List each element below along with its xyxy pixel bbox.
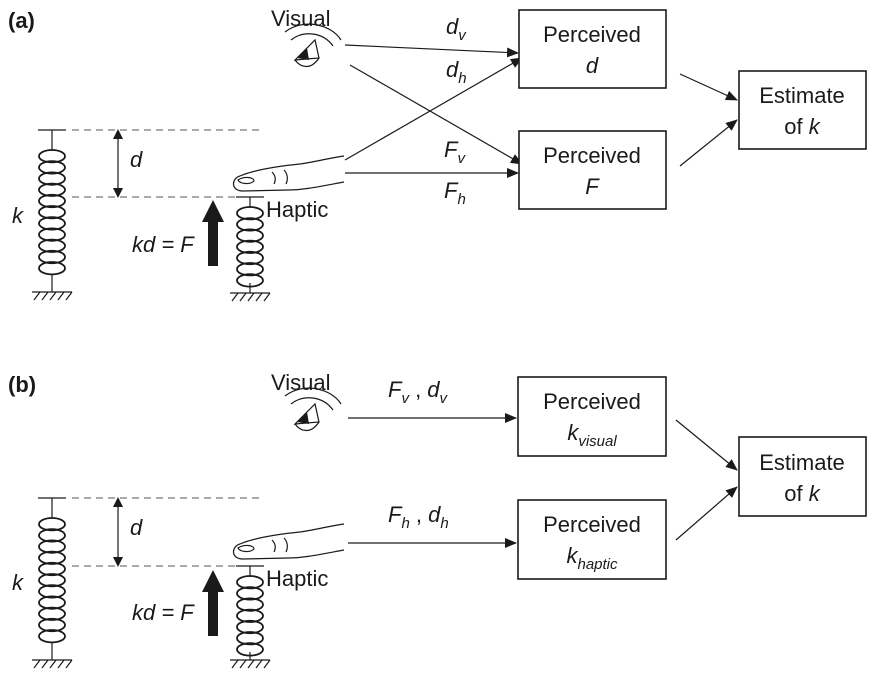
spring-k (32, 129, 73, 301)
box-perceived-k-visual (517, 376, 667, 457)
box-haptic-line2: khaptic (566, 543, 618, 573)
eye-icon (284, 387, 342, 432)
box-perceived-f-line1: Perceived (543, 143, 641, 168)
spring-coil (236, 619, 264, 635)
box-perceived-f (518, 130, 667, 210)
finger-icon (232, 523, 345, 560)
spring-coil (38, 205, 66, 220)
spring-coil (38, 171, 66, 186)
spring-coil (38, 160, 66, 175)
spring-coil (38, 182, 66, 197)
haptic-label: Haptic (266, 566, 328, 591)
spring-coil (38, 249, 66, 265)
box-perceived-k-haptic (517, 499, 667, 580)
spring-coil (236, 586, 264, 601)
spring-coil (236, 239, 264, 254)
spring-coil (236, 631, 264, 646)
spring-k-label: k (12, 203, 24, 228)
spring-coil (38, 528, 66, 543)
force-equation: kd = F (132, 232, 195, 257)
displacement-label: d (130, 515, 143, 540)
spring-coil (38, 517, 66, 532)
spring-coil (38, 573, 66, 588)
arrow-dh (344, 57, 523, 161)
spring-coil (38, 149, 66, 164)
spring-coil (236, 250, 264, 266)
box-visual-line1: Perceived (543, 389, 641, 414)
spring-coil (236, 597, 264, 612)
label-fv-dv: Fv , dv (388, 377, 449, 407)
arrow-fv (349, 64, 523, 165)
visual-label: Visual (271, 6, 331, 31)
spring-coil (38, 238, 66, 253)
arrow-visual-to-estimate (675, 419, 738, 471)
arrow-f-to-estimate (679, 119, 738, 167)
spring-k-label: k (12, 570, 24, 595)
spring-coil (38, 550, 66, 565)
force-arrow (202, 200, 224, 266)
box-estimate-k (738, 436, 867, 517)
spring-coil (38, 629, 66, 644)
label-fv: Fv (444, 137, 466, 167)
spring-coil (38, 227, 66, 242)
spring-coil (236, 608, 264, 623)
panel-a: (a) Visual k d (8, 6, 867, 302)
spring-coil (38, 561, 66, 577)
box-estimate-line2: of k (784, 114, 820, 139)
panel-b: (b) Visual k d (8, 370, 867, 669)
box-estimate-line1: Estimate (759, 83, 845, 108)
panel-a-tag: (a) (8, 8, 35, 33)
box-perceived-d (518, 9, 667, 89)
box-haptic-line1: Perceived (543, 512, 641, 537)
spring-coil (236, 206, 264, 221)
panel-b-tag: (b) (8, 372, 36, 397)
spring-coil (38, 261, 66, 276)
spring-coil (38, 617, 66, 633)
spring-coil (236, 228, 264, 243)
label-fh-dh: Fh , dh (388, 502, 449, 532)
force-equation: kd = F (132, 600, 195, 625)
haptic-spring (230, 565, 271, 669)
box-perceived-d-line1: Perceived (543, 22, 641, 47)
displacement-label: d (130, 147, 143, 172)
eye-icon (284, 23, 342, 68)
spring-coil (38, 539, 66, 554)
finger-icon (232, 155, 345, 192)
box-perceived-f-line2: F (585, 174, 600, 199)
arrow-d-to-estimate (679, 73, 738, 101)
spring-coil (38, 216, 66, 231)
spring-coil (38, 584, 66, 599)
spring-coil (236, 217, 264, 232)
force-arrow (202, 570, 224, 636)
box-estimate-line2: of k (784, 481, 820, 506)
spring-coil (38, 606, 66, 621)
box-estimate-line1: Estimate (759, 450, 845, 475)
spring-coil (236, 575, 264, 590)
spring-k (32, 497, 73, 669)
visual-label: Visual (271, 370, 331, 395)
haptic-label: Haptic (266, 197, 328, 222)
spring-coil (236, 262, 264, 277)
box-visual-line2: kvisual (567, 420, 617, 450)
label-fh: Fh (444, 178, 466, 208)
box-perceived-d-line2: d (586, 53, 599, 78)
label-dv: dv (446, 14, 467, 44)
label-dh: dh (446, 57, 467, 87)
arrow-dv (344, 44, 519, 58)
haptic-spring (230, 196, 271, 302)
arrow-haptic-to-estimate (675, 486, 738, 541)
spring-coil (38, 193, 66, 209)
box-estimate-k (738, 70, 867, 150)
spring-coil (38, 595, 66, 610)
